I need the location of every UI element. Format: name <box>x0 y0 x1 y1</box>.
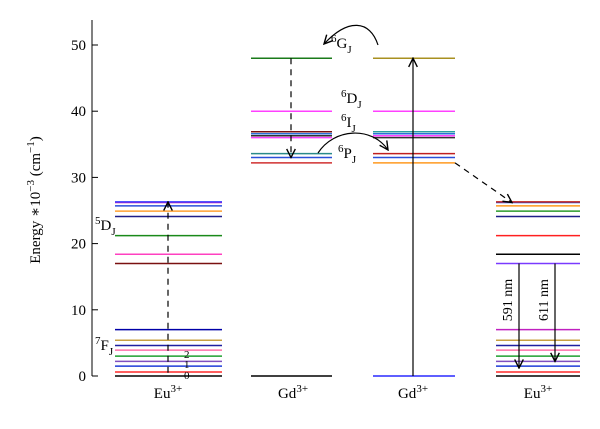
y-tick-label: 30 <box>71 170 86 186</box>
energy-transfer-curve-top <box>324 24 379 46</box>
y-axis-label: Energy ∗10−3 (cm−1) <box>25 136 44 264</box>
column-label-gd-right: Gd3+ <box>398 383 428 402</box>
gd-6PJ-label: 6PJ <box>338 143 357 166</box>
y-axis: 0 10 20 30 40 50 <box>71 20 98 385</box>
y-axis-ticks: 0 10 20 30 40 50 <box>71 38 98 385</box>
column-label-eu-left: Eu3+ <box>154 383 182 402</box>
eu-level-2-label: 2 <box>184 349 190 361</box>
eu-7FJ-label: 7FJ <box>95 335 114 358</box>
eu-level-0-label: 0 <box>184 370 190 382</box>
gd-right-levels <box>373 57 455 377</box>
column-label-gd-mid: Gd3+ <box>278 383 308 402</box>
eu-5DJ-label: 5DJ <box>95 215 116 238</box>
gd-6DJ-label: 6DJ <box>341 88 362 111</box>
gd-6GJ-label: 6GJ <box>331 33 352 56</box>
energy-transfer-curve-mid <box>317 132 388 154</box>
y-tick-label: 10 <box>71 303 86 319</box>
y-tick-label: 0 <box>79 369 87 385</box>
y-tick-label: 40 <box>71 104 86 120</box>
gd-to-eu-transfer-arrow <box>454 162 512 203</box>
emission-611nm-label: 611 nm <box>537 279 552 321</box>
y-tick-label: 20 <box>71 237 86 253</box>
gd-6IJ-label: 6IJ <box>341 112 357 135</box>
eu-level-1-label: 1 <box>184 359 190 371</box>
column-label-eu-right: Eu3+ <box>524 383 552 402</box>
emission-591nm-label: 591 nm <box>501 279 516 322</box>
y-tick-label: 50 <box>71 38 86 54</box>
